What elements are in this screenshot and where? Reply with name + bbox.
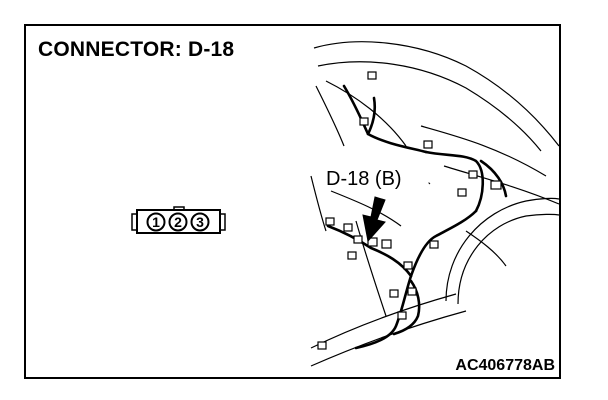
svg-text:3: 3 (196, 214, 204, 230)
svg-text:2: 2 (174, 214, 182, 230)
connector-face-icon: 1 2 3 (131, 206, 226, 234)
page-title: CONNECTOR: D-18 (38, 38, 235, 61)
connector-pin-1: 1 (146, 212, 166, 232)
connector-pin-2: 2 (168, 212, 188, 232)
diagram-frame: CONNECTOR: D-18 1 2 3 (24, 24, 561, 379)
connector-callout-label: D-18 (B) (326, 168, 402, 190)
svg-text:1: 1 (152, 214, 160, 230)
figure-code: AC406778AB (455, 357, 555, 374)
vehicle-illustration: D-18 (B) (310, 41, 559, 367)
connector-pin-3: 3 (190, 212, 210, 232)
callout-arrow-icon (362, 196, 386, 243)
